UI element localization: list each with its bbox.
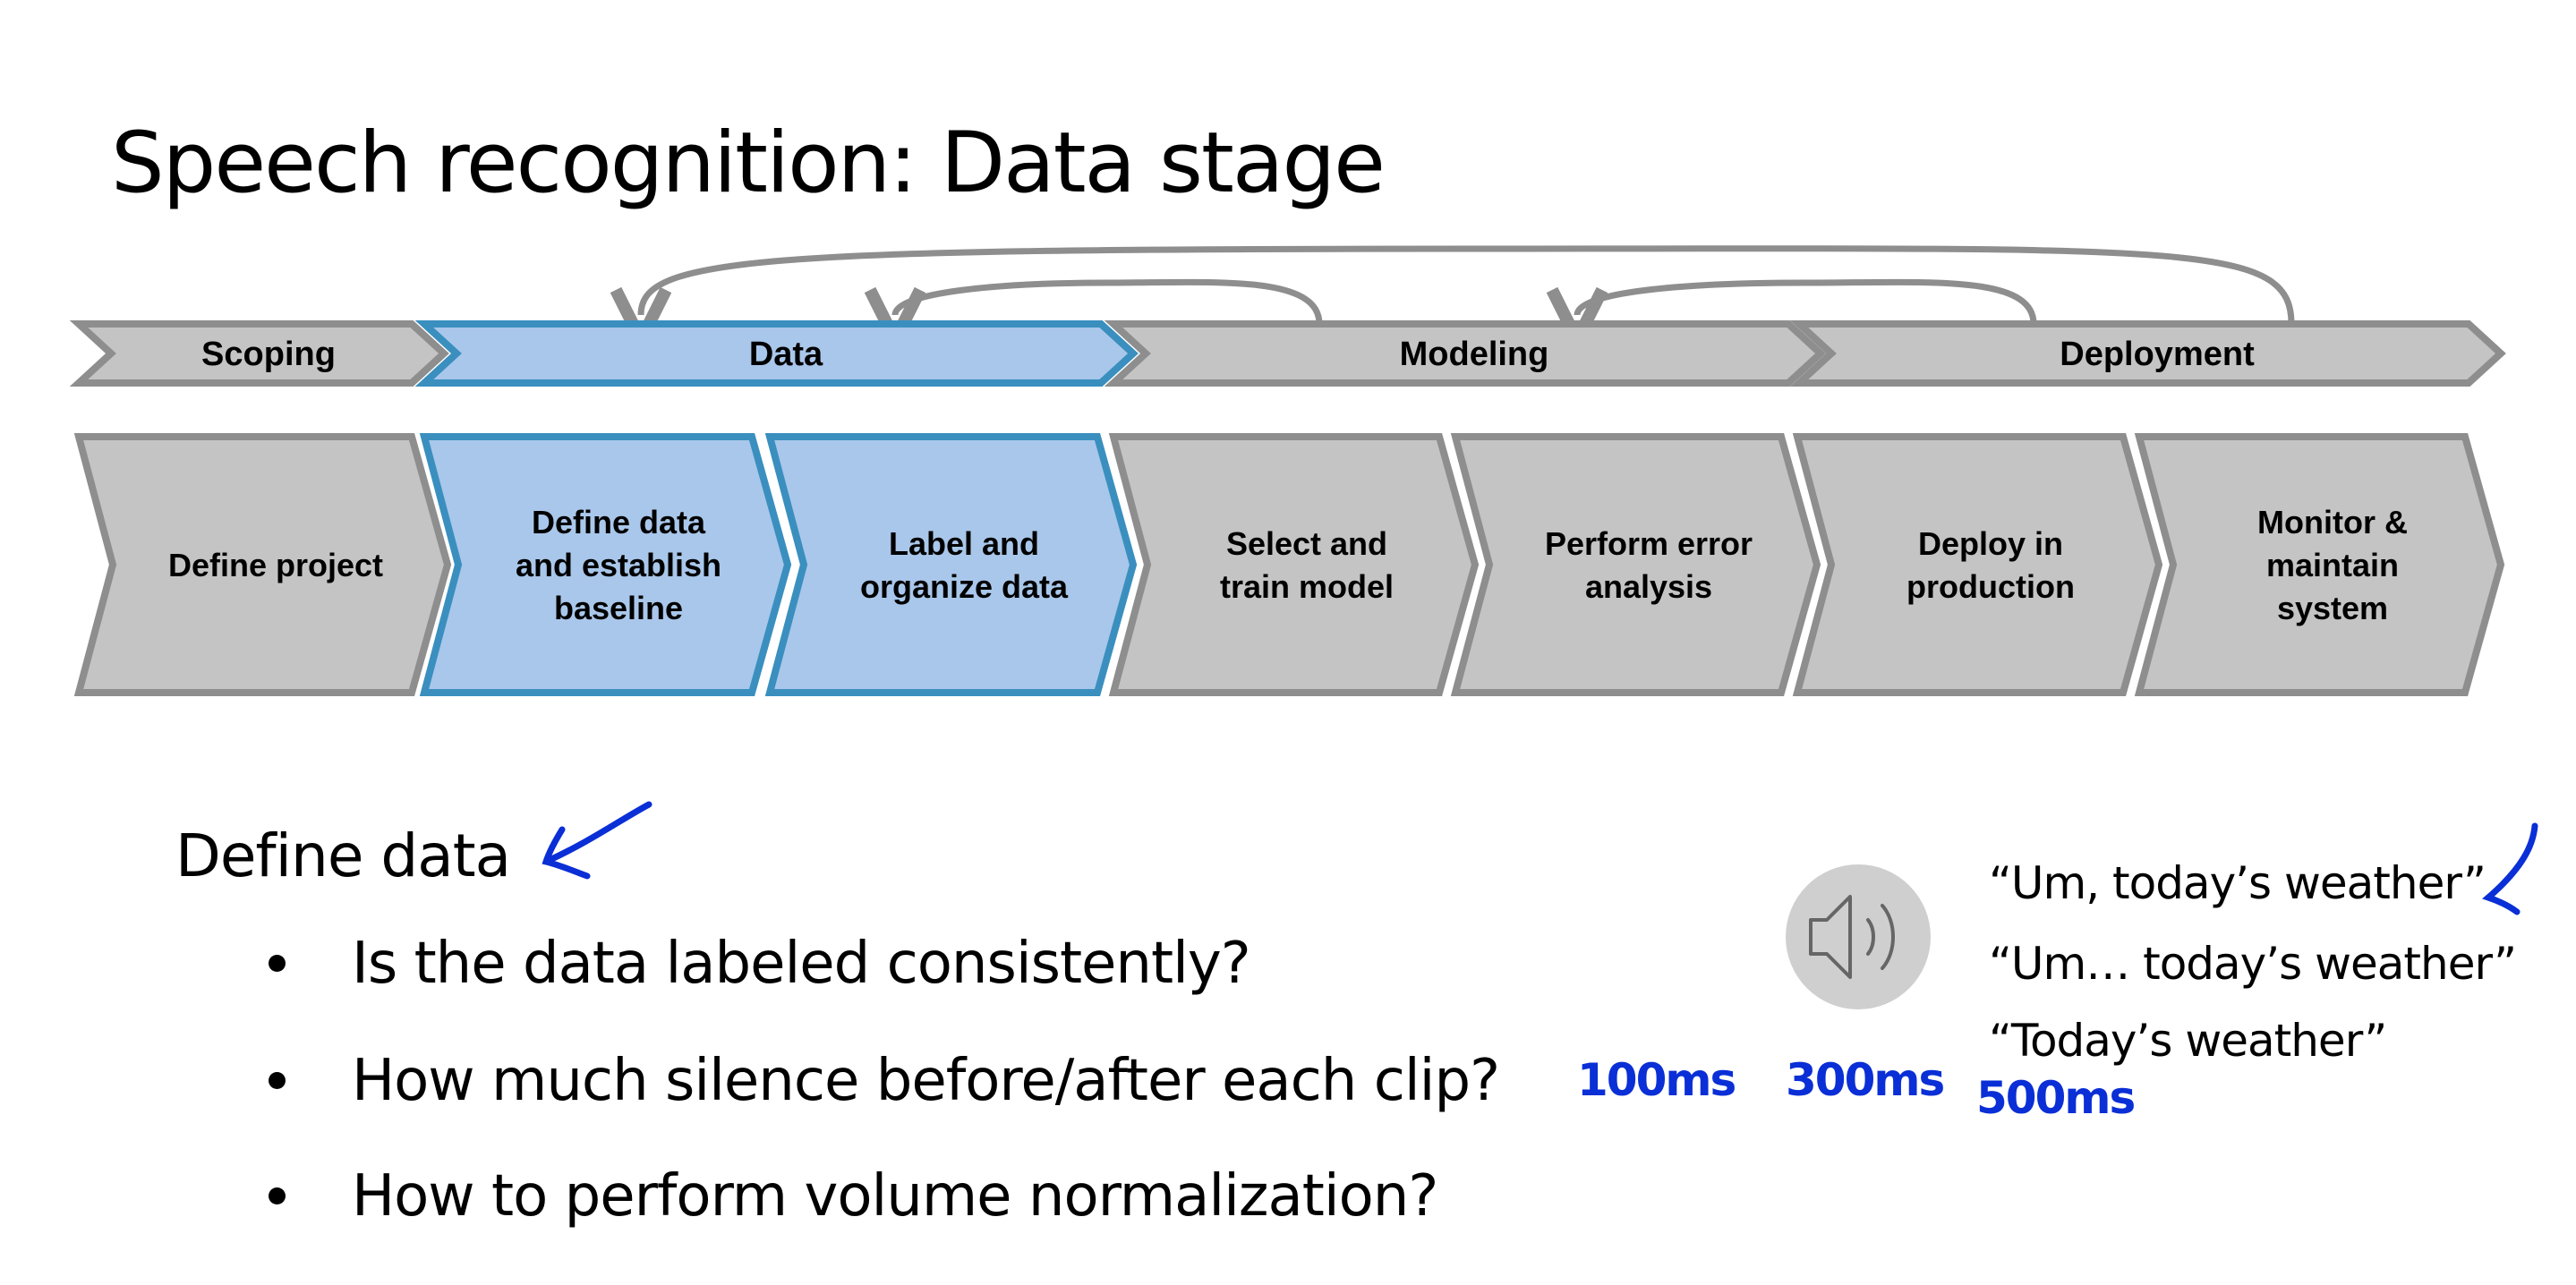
phase-label: Deployment (2060, 336, 2255, 373)
step-label: Select and (1226, 525, 1387, 562)
step-label: Define data (532, 504, 706, 540)
step-label: system (2277, 590, 2388, 626)
bullet-text: Is the data labeled consistently? (352, 931, 1251, 997)
bullet-dot-icon (269, 1071, 286, 1089)
step-label: analysis (1585, 568, 1712, 605)
transcript-item: “Today’s weather” (1989, 1015, 2387, 1067)
bullet-dot-icon (269, 954, 286, 972)
step-box: Deploy in production (1792, 433, 2163, 696)
bullet-dot-icon (269, 1187, 286, 1204)
transcript-item: “Um… today’s weather” (1989, 938, 2517, 990)
checkmark-annotation-icon (2482, 822, 2538, 915)
step-box: Define data and establish baseline (419, 433, 792, 696)
step-label: Monitor & (2257, 504, 2408, 540)
speaker-icon (1809, 895, 1895, 979)
step-label: baseline (554, 590, 683, 626)
step-box: Define project (73, 433, 452, 696)
phase-label: Scoping (201, 336, 336, 373)
step-label: Define project (168, 547, 383, 583)
phase-data: Data (414, 320, 1139, 387)
bullet-text: How much silence before/after each clip? (352, 1048, 1500, 1114)
step-label: production (1906, 568, 2075, 605)
annotation-arrow-icon (542, 801, 653, 880)
annotation-500ms: 500ms (1976, 1072, 2136, 1124)
feedback-arrow (1577, 278, 2037, 324)
phase-modeling: Modeling (1104, 320, 1826, 387)
step-label: Perform error (1545, 525, 1753, 562)
step-label: maintain (2266, 547, 2399, 583)
define-data-heading: Define data (175, 821, 511, 890)
phase-deployment: Deployment (1789, 320, 2506, 387)
step-label: organize data (860, 568, 1069, 605)
feedback-arrow (895, 278, 1323, 324)
step-box: Label and organize data (764, 433, 1138, 696)
annotation-100ms: 100ms (1577, 1054, 1736, 1106)
phase-label: Modeling (1400, 336, 1549, 373)
annotation-300ms: 300ms (1786, 1054, 1945, 1106)
speaker-button[interactable] (1786, 864, 1931, 1009)
bullet-item: How to perform volume normalization? (269, 1163, 1438, 1230)
bullet-text: How to perform volume normalization? (352, 1163, 1438, 1230)
step-label: and establish (516, 547, 721, 583)
bullet-item: Is the data labeled consistently? (269, 931, 1251, 997)
step-label: Deploy in (1918, 525, 2063, 562)
step-box: Monitor & maintain system (2134, 433, 2505, 696)
transcript-item: “Um, today’s weather” (1989, 857, 2486, 909)
bullet-item: How much silence before/after each clip? (269, 1048, 1500, 1114)
phase-label: Data (749, 336, 823, 373)
step-box: Select and train model (1108, 433, 1480, 696)
step-label: Label and (889, 525, 1039, 562)
slide-title: Speech recognition: Data stage (111, 115, 1386, 212)
feedback-arrow (641, 245, 2295, 324)
step-box: Perform error analysis (1450, 433, 1821, 696)
phase-scoping: Scoping (69, 320, 449, 387)
ml-lifecycle-diagram: Scoping Data Modeling Deployment Define pro… (69, 245, 2506, 696)
step-label: train model (1220, 568, 1394, 605)
